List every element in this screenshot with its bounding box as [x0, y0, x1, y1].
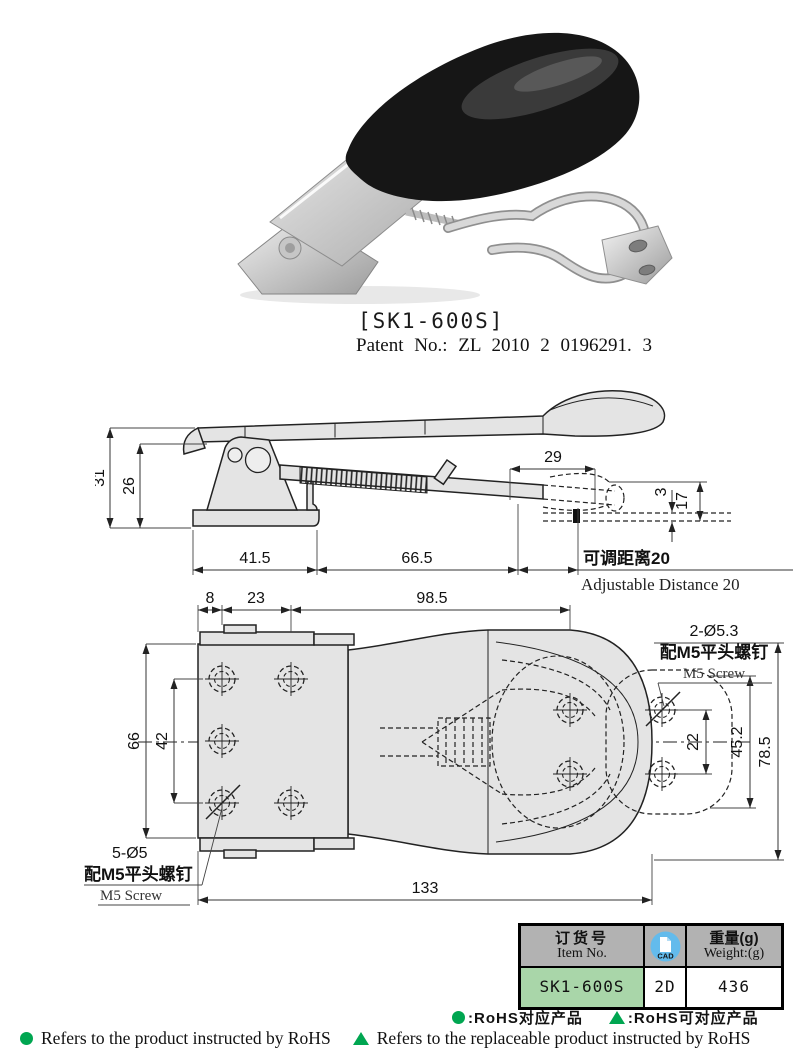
- pivot-hole-large: [244, 446, 272, 474]
- dim-label-22: 22: [685, 733, 702, 751]
- adjustable-distance-cn: 可调距离20: [583, 548, 670, 568]
- cell-item-no: SK1-600S: [521, 968, 643, 1007]
- pivot-hole-small: [227, 447, 243, 463]
- handle-gloss: [514, 56, 602, 92]
- rohs-circle-icon: [20, 1032, 33, 1045]
- header-weight-en: Weight:(g): [703, 945, 765, 961]
- dim-label-3: 3: [653, 487, 670, 496]
- header-weight-cn: 重量(g): [709, 929, 759, 947]
- item-no-value: SK1-600S: [539, 977, 625, 997]
- cad-icon: CAD: [650, 931, 680, 961]
- side-view-drawing: 31 26 29 3 17 41.5 66.5 可调距离20 Adjustabl…: [95, 390, 793, 594]
- dim-label-23: 23: [247, 590, 265, 607]
- cell-cad-type: 2D: [645, 968, 685, 1007]
- rohs-legend-cn-replaceable-text: :RoHS可对应产品: [627, 1010, 759, 1027]
- weight-value: 436: [718, 977, 750, 997]
- patent-number: Patent No.: ZL 2010 2 0196291. 3: [356, 335, 652, 356]
- callout-right-title: 2-Ø5.3: [690, 623, 739, 640]
- adjustable-distance-en: Adjustable Distance 20: [581, 575, 740, 594]
- dim-label-31: 31: [95, 469, 108, 487]
- callout-right-en: M5 Screw: [683, 666, 745, 682]
- rohs-legend-en-text: Refers to the product instructed by RoHS: [41, 1028, 331, 1048]
- rohs-triangle-icon: [608, 1011, 625, 1024]
- dim-label-8: 8: [206, 590, 215, 607]
- thread-section: [299, 466, 428, 494]
- phantom-hook-end: [605, 484, 625, 512]
- callout-left-title: 5-Ø5: [112, 845, 148, 862]
- catch-plate-hole-2: [638, 264, 656, 276]
- cad-type-value: 2D: [654, 977, 676, 997]
- header-item-no-cn: 订货号: [554, 929, 609, 947]
- header-item-no-en: Item No.: [557, 945, 607, 961]
- catch-plate-hole-1: [628, 239, 648, 253]
- header-item-no: 订货号 Item No.: [521, 926, 643, 966]
- dim-label-66: 66: [126, 732, 143, 750]
- clip-mark: [573, 509, 580, 523]
- dim-label-41-5: 41.5: [239, 550, 270, 567]
- cad-icon-label: CAD: [657, 951, 674, 960]
- rohs-circle-icon: [452, 1011, 465, 1024]
- model-label: [SK1-600S]: [358, 309, 505, 333]
- body-bell: [347, 629, 653, 855]
- dim-label-29: 29: [544, 449, 562, 466]
- cell-weight: 436: [687, 968, 781, 1007]
- spec-table: 订货号 Item No. CAD 重量(g) Weight:(g) SK1-60…: [518, 923, 784, 1010]
- dim-label-17: 17: [674, 492, 691, 510]
- callout-right-cn: 配M5平头螺钉: [660, 642, 769, 662]
- callout-left-en: M5 Screw: [100, 888, 162, 904]
- dim-label-78-5: 78.5: [757, 736, 774, 767]
- header-cad: CAD: [645, 926, 685, 966]
- bell-inner-dashed: [491, 655, 625, 829]
- pivot-cap: [182, 426, 206, 455]
- rohs-legend-cn: :RoHS对应产品 :RoHS可对应产品: [452, 1007, 759, 1028]
- dim-label-133: 133: [412, 880, 439, 897]
- rohs-legend-en: Refers to the product instructed by RoHS…: [20, 1028, 750, 1049]
- top-view-drawing: 8 23 98.5 66 42 22 45.2 78.5 133 2-Ø5.3 …: [84, 590, 784, 906]
- dim-label-26: 26: [121, 477, 138, 495]
- catch-plate: [601, 225, 673, 285]
- dim-label-66-5: 66.5: [401, 550, 432, 567]
- rohs-legend-en-replaceable-text: Refers to the replaceable product instru…: [376, 1028, 751, 1048]
- catch-stub: [433, 458, 458, 486]
- product-photo: [237, 32, 673, 304]
- lever-handle: [197, 390, 666, 443]
- base-slab: [192, 509, 320, 527]
- rohs-legend-cn-text: :RoHS对应产品: [468, 1010, 583, 1027]
- dim-label-98-5: 98.5: [416, 590, 447, 607]
- callout-left-cn: 配M5平头螺钉: [84, 864, 193, 884]
- dim-label-42: 42: [154, 732, 171, 750]
- rohs-triangle-icon: [352, 1032, 369, 1045]
- rivet-center: [285, 243, 295, 253]
- catch-plate-phantom: [605, 669, 733, 815]
- dim-label-45-2: 45.2: [729, 726, 746, 757]
- header-weight: 重量(g) Weight:(g): [687, 926, 781, 966]
